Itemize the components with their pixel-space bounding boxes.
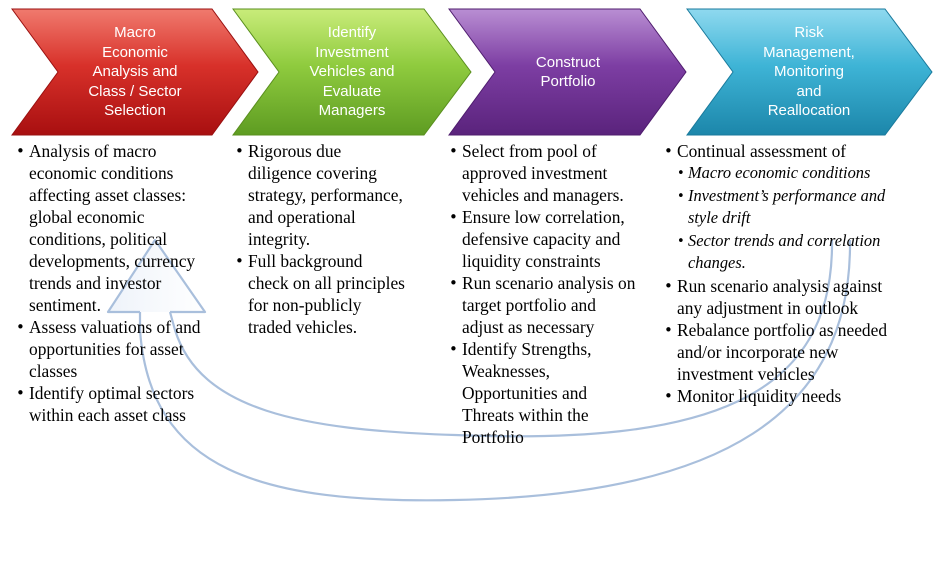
stage-1-list: Analysis of macro economic conditions af… <box>16 140 212 426</box>
sub-list-item: Macro economic conditions <box>677 162 907 185</box>
list-item: Identify Strengths, Weaknesses, Opportun… <box>449 338 641 448</box>
list-item: Full background check on all principles … <box>235 250 407 338</box>
list-item: Rebalance portfolio as needed and/or inc… <box>664 319 907 385</box>
list-item: Select from pool of approved investment … <box>449 140 641 206</box>
sub-list-item: Sector trends and correlation changes. <box>677 230 907 275</box>
list-item: Run scenario analysis on target portfoli… <box>449 272 641 338</box>
chevron-shapes <box>11 8 933 136</box>
stage-4-title: Risk Management, Monitoring and Realloca… <box>763 24 855 120</box>
stage-2-list: Rigorous due diligence covering strategy… <box>235 140 407 338</box>
stage-1-title: Macro Economic Analysis and Class / Sect… <box>88 24 182 120</box>
list-item: Rigorous due diligence covering strategy… <box>235 140 407 250</box>
list-item-text: Continual assessment of <box>677 141 847 161</box>
stage-4-list: Continual assessment of Macro economic c… <box>664 140 907 407</box>
list-item: Identify optimal sectors within each ass… <box>16 382 212 426</box>
sub-list: Macro economic conditions Investment’s p… <box>677 162 907 275</box>
list-item: Continual assessment of Macro economic c… <box>664 140 907 275</box>
sub-list-item: Investment’s performance and style drift <box>677 185 907 230</box>
list-item: Monitor liquidity needs <box>664 385 907 407</box>
stage-2-title: Identify Investment Vehicles and Evaluat… <box>309 24 395 120</box>
stage-3-list: Select from pool of approved investment … <box>449 140 641 448</box>
list-item: Ensure low correlation, defensive capaci… <box>449 206 641 272</box>
list-item: Run scenario analysis against any adjust… <box>664 275 907 319</box>
list-item: Assess valuations of and opportunities f… <box>16 316 212 382</box>
list-item: Analysis of macro economic conditions af… <box>16 140 212 316</box>
stage-3-title: Construct Portfolio <box>535 53 601 91</box>
